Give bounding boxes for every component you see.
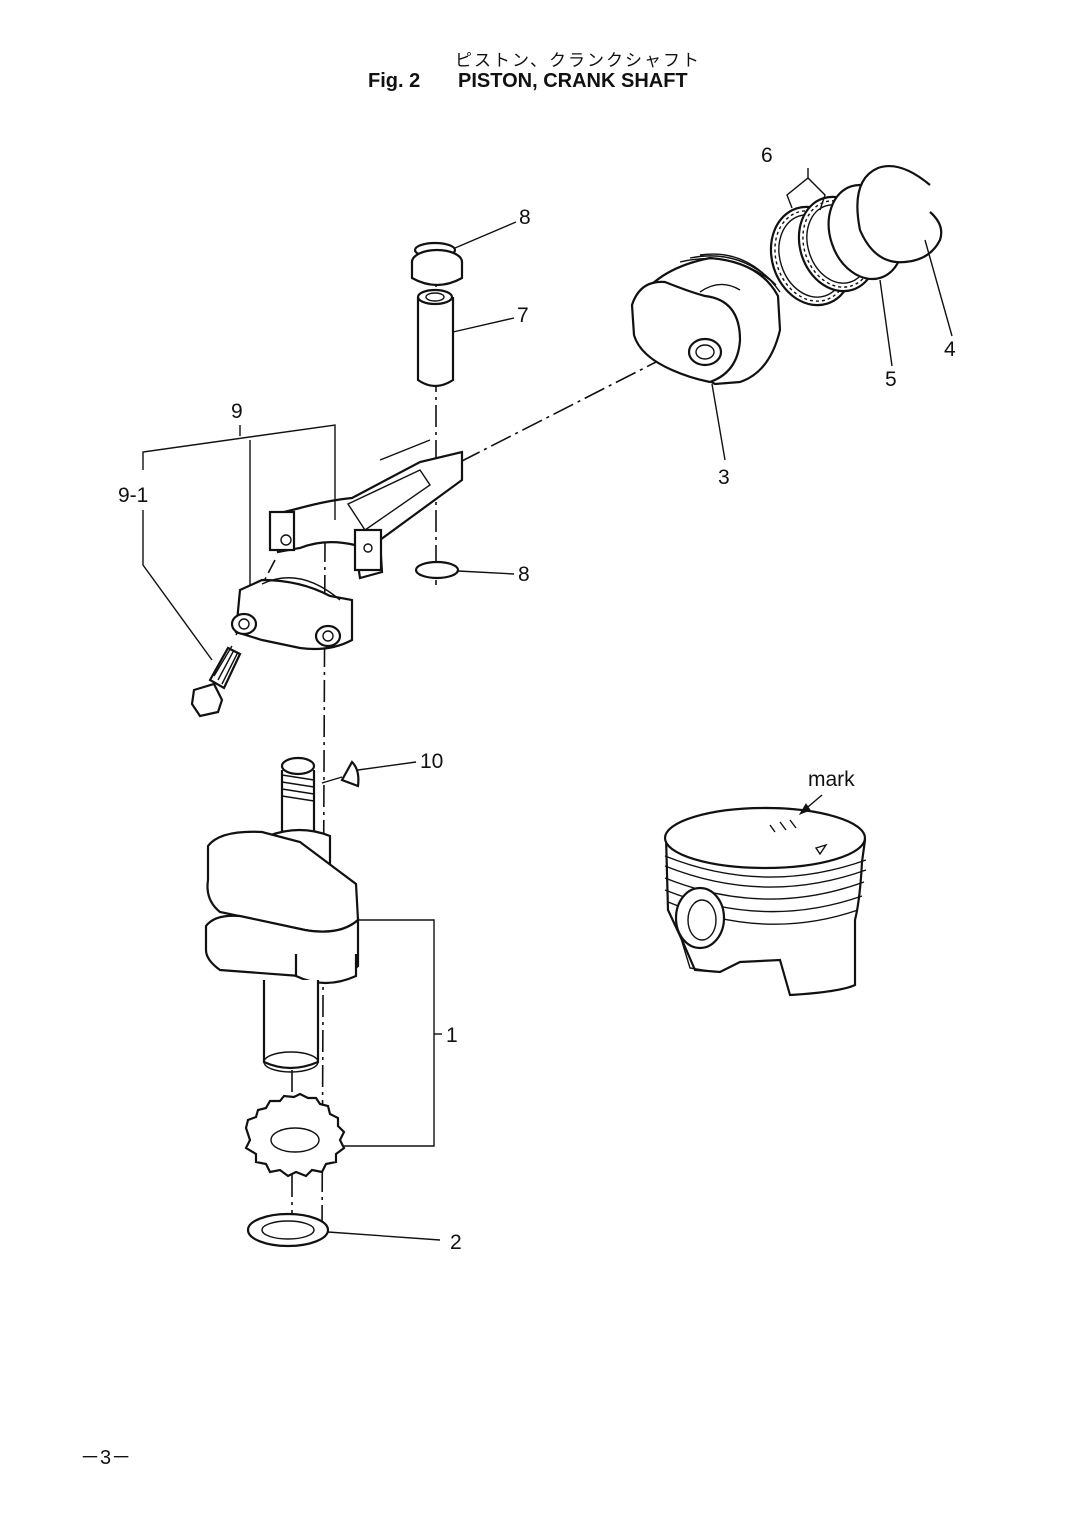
mark-label: mark [808,768,855,791]
piston [630,253,782,386]
leader-lines [142,168,953,1241]
callout-3: 3 [718,466,730,489]
callout-9: 9 [231,400,243,423]
callout-6: 6 [761,144,773,167]
callout-9-1: 9-1 [118,484,148,507]
title-japanese: ピストン、クランクシャフト [455,51,701,71]
piston-ring-top [856,164,943,264]
woodruff-key [340,760,360,788]
page-number: －3－ [80,1447,132,1469]
callout-2: 2 [450,1231,462,1254]
figure-title: PISTON, CRANK SHAFT [458,70,688,92]
thrust-washer [246,1212,330,1248]
piston-mark-inset [663,806,867,997]
callout-5: 5 [885,368,897,391]
callout-4: 4 [944,338,956,361]
connecting-rod-cap [230,577,354,651]
callout-1: 1 [446,1024,458,1047]
figure-number: Fig. 2 [368,70,421,92]
connecting-rod [268,248,464,580]
callout-10: 10 [420,750,443,773]
callout-7: 7 [517,304,529,327]
callout-labels: 6 8 7 4 5 9 3 9-1 8 10 mark 1 2 [118,144,956,1254]
crank-shaft [204,756,360,1073]
rod-bolt [190,645,242,718]
crank-gear [244,1092,346,1178]
callout-8-upper: 8 [519,206,531,229]
callout-8-lower: 8 [518,563,530,586]
piston-pin [416,288,455,388]
circlip-lower [414,560,460,580]
center-lines [235,265,761,1236]
